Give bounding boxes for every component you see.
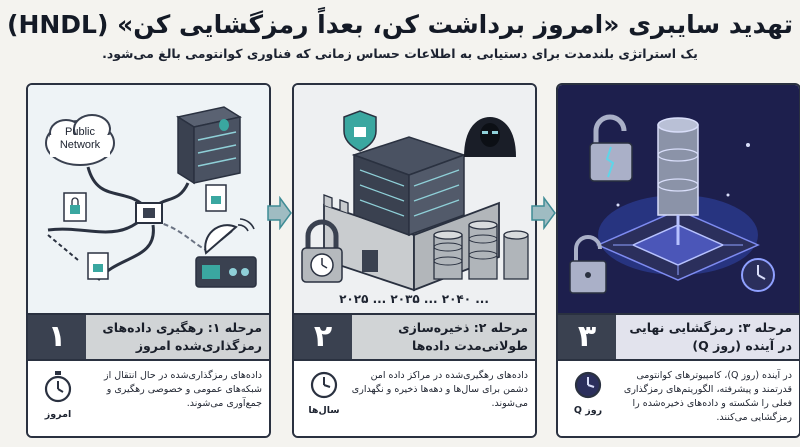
arrow-right-icon	[267, 196, 292, 230]
stage-number: ۱	[28, 315, 86, 359]
clock-icon: سال‌ها	[302, 371, 346, 427]
arrow-right-icon	[531, 196, 556, 230]
icon-caption: امروز	[44, 409, 72, 420]
clock-icon	[741, 258, 775, 292]
cloud-icon	[45, 114, 115, 166]
stage-description-area: در آینده (روز Q)، کامپیوترهای کوانتومی ق…	[558, 361, 799, 436]
unlocked-padlock-icon	[569, 235, 607, 294]
timeline-label: ۲۰۲۵ ... ۲۰۳۵ ... ۲۰۴۰ ...	[339, 292, 489, 306]
stage-number: ۳	[558, 315, 616, 359]
storage-illustration: ۲۰۲۵ ... ۲۰۳۵ ... ۲۰۴۰ ...	[294, 85, 535, 313]
server-cluster-icon	[351, 136, 467, 237]
icon-caption: روز Q	[573, 405, 603, 416]
stage-title: مرحله ۱: رهگیری داده‌های رمزگذاری‌شده ام…	[102, 320, 262, 353]
shield-lock-icon	[343, 110, 377, 152]
icon-caption: سال‌ها	[308, 405, 340, 416]
stage-description: داده‌های رهگیری‌شده در مراکز داده امن دش…	[351, 370, 528, 409]
quantum-computer-icon	[657, 117, 699, 245]
interceptor-device-icon	[195, 256, 257, 288]
stage-description-area: داده‌های رهگیری‌شده در مراکز داده امن دش…	[294, 361, 535, 436]
stage-description: داده‌های رمزگذاری‌شده در حال انتقال از ش…	[104, 370, 262, 409]
document-lock-icon	[63, 192, 87, 222]
stage-number: ۲	[294, 315, 352, 359]
database-icon	[433, 220, 529, 280]
panel-stage-2: ۲۰۲۵ ... ۲۰۳۵ ... ۲۰۴۰ ... ۲ مرحله ۲: ذخ…	[292, 83, 537, 438]
stage-description-area: داده‌های رمزگذاری‌شده در حال انتقال از ش…	[28, 361, 269, 436]
server-icon	[176, 106, 242, 185]
page-subtitle: یک استراتژی بلندمدت برای دستیابی به اطلا…	[102, 46, 698, 61]
stage-title: مرحله ۳: رمزگشایی نهایی در آینده (روز Q)	[629, 320, 792, 353]
panel-stage-1: Public Network	[26, 83, 271, 438]
quantum-decryption-illustration	[558, 85, 799, 313]
panel-stage-3: ۳ مرحله ۳: رمزگشایی نهایی در آینده (روز …	[556, 83, 800, 438]
hooded-hacker-icon	[464, 117, 516, 157]
stage-description: در آینده (روز Q)، کامپیوترهای کوانتومی ق…	[623, 370, 792, 423]
cloud-label-public: Public	[65, 126, 95, 138]
stopwatch-icon: امروز	[36, 371, 80, 427]
stage-title: مرحله ۲: ذخیره‌سازی طولانی‌مدت داده‌ها	[398, 320, 528, 353]
page-title: تهدید سایبری «امروز برداشت کن، بعداً رمز…	[7, 10, 793, 39]
document-lock-icon	[205, 184, 227, 212]
stage-label-bar: ۱ مرحله ۱: رهگیری داده‌های رمزگذاری‌شده …	[28, 313, 269, 361]
infographic-header: تهدید سایبری «امروز برداشت کن، بعداً رمز…	[0, 0, 800, 72]
broken-lock-icon	[589, 114, 633, 182]
cloud-label-network: Network	[60, 139, 101, 151]
satellite-dish-icon	[204, 218, 255, 255]
padlock-clock-icon	[301, 219, 343, 283]
document-lock-icon	[87, 252, 109, 280]
bug-icon	[219, 119, 229, 131]
stage-label-bar: ۳ مرحله ۳: رمزگشایی نهایی در آینده (روز …	[558, 313, 799, 361]
junction-box-icon	[135, 202, 163, 224]
stage-label-bar: ۲ مرحله ۲: ذخیره‌سازی طولانی‌مدت داده‌ها	[294, 313, 535, 361]
q-day-clock-icon: روز Q	[566, 371, 610, 427]
interception-illustration: Public Network	[28, 85, 269, 313]
